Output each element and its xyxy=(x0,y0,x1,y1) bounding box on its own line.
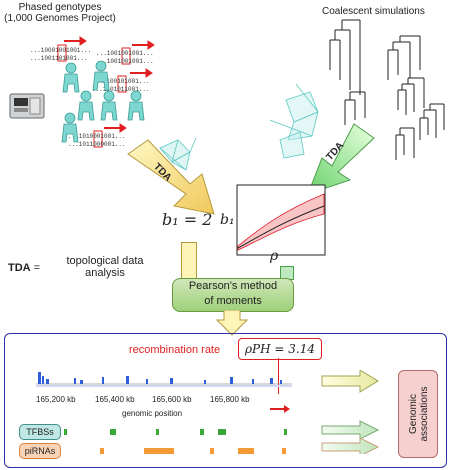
tree xyxy=(395,127,415,160)
person-icon xyxy=(100,90,118,121)
association-arrows xyxy=(321,370,380,454)
b1-rho-plot xyxy=(236,184,326,256)
pearson-line1: Pearson's method xyxy=(188,280,278,292)
pearson-line2: of moments xyxy=(204,295,262,307)
rho-label: ρ xyxy=(270,248,279,264)
red-arrows-group xyxy=(64,36,155,133)
red-arrowhead xyxy=(145,68,153,78)
person-icon xyxy=(61,112,79,143)
red-site-box xyxy=(57,44,67,62)
people-icons-group xyxy=(61,60,145,143)
axis-tick-label: 165,600 kb xyxy=(152,395,192,404)
coalescent-trees-group xyxy=(329,19,445,160)
pirna-track xyxy=(100,448,286,454)
tda-arrow-right xyxy=(307,123,375,195)
genomic-associations-line1: Genomic xyxy=(408,394,419,435)
genotype-string: ...1011000001... xyxy=(68,141,126,148)
red-site-boxes xyxy=(57,44,131,148)
genome-coverage-track xyxy=(36,372,292,387)
person-icon xyxy=(77,90,95,121)
axis-tick-label: 165,200 kb xyxy=(36,395,76,404)
genomic-position-label: genomic position xyxy=(122,409,183,418)
person-icon xyxy=(92,60,110,91)
red-site-box xyxy=(117,75,127,93)
axis-tick-label: 165,400 kb xyxy=(95,395,135,404)
tfbs-label: TFBSs xyxy=(19,424,61,440)
recombination-marker-line xyxy=(278,358,279,394)
tda-arrow-left xyxy=(127,139,215,215)
coalescent-title: Coalescent simulations xyxy=(322,6,425,17)
rho-ph-value: ρPH = 3.14 xyxy=(238,338,322,360)
pirna-label: piRNAs xyxy=(19,443,61,459)
genomic-associations-text: Genomic associations xyxy=(408,364,430,464)
genotype-string: ...1101011001... xyxy=(92,86,150,93)
genotype-text-group: ...10001001001... ...1001101001... ...10… xyxy=(30,47,154,148)
tree xyxy=(419,103,445,140)
tda-definition: TDA = xyxy=(8,262,40,274)
pearson-method-box: Pearson's method of moments xyxy=(172,278,294,312)
person-icon xyxy=(62,62,80,93)
tda-def-text-line2: analysis xyxy=(85,267,125,279)
red-arrowhead xyxy=(79,36,87,46)
recombination-rate-label: recombination rate xyxy=(129,344,221,356)
tda-def-text: topological data analysis xyxy=(50,255,160,279)
genotype-population-graphic: ...10001001001... ...1001101001... ...10… xyxy=(30,19,445,171)
sequencer-machine-icon xyxy=(9,93,45,119)
genotype-string: ...1100101001... xyxy=(92,78,150,85)
genotype-string: ...10001001001... xyxy=(30,47,91,54)
red-arrowhead xyxy=(147,40,155,50)
tree xyxy=(387,35,421,80)
plot-ylabel: b₁ xyxy=(220,212,235,228)
tree xyxy=(344,91,366,125)
simplicial-complex-right xyxy=(269,83,319,159)
b1-equation: b₁ = 2 xyxy=(162,210,213,229)
phased-title-line1: Phased genotypes xyxy=(18,2,102,13)
red-site-box xyxy=(93,130,103,148)
tfbs-track xyxy=(64,429,287,435)
simplicial-complex-left xyxy=(159,137,197,171)
tda-def-bold: TDA xyxy=(8,262,31,274)
tree xyxy=(397,77,425,115)
tda-def-eq: = xyxy=(33,262,41,274)
person-icon xyxy=(127,90,145,121)
bottom-panel xyxy=(4,333,447,468)
axis-tick-label: 165,800 kb xyxy=(210,395,250,404)
phased-genotypes-title: Phased genotypes (1,000 Genomes Project) xyxy=(0,2,120,24)
genomic-associations-box xyxy=(398,370,438,458)
position-red-arrow xyxy=(270,405,290,413)
red-arrowhead xyxy=(119,123,127,133)
phased-title-line2: (1,000 Genomes Project) xyxy=(4,13,116,24)
genotype-string: ...1010001001... xyxy=(68,133,126,140)
connector-left xyxy=(181,242,197,280)
tda-def-text-line1: topological data xyxy=(66,255,144,267)
down-arrow xyxy=(216,310,248,336)
red-site-box xyxy=(121,47,131,65)
genotype-string: ...1001101001... xyxy=(30,55,88,62)
genotype-string: ...1001001001... xyxy=(96,58,154,65)
genotype-string: ...1001001001... xyxy=(96,50,154,57)
genomic-associations-line2: associations xyxy=(419,386,430,442)
coverage-bars xyxy=(38,372,282,384)
tree xyxy=(329,19,361,95)
